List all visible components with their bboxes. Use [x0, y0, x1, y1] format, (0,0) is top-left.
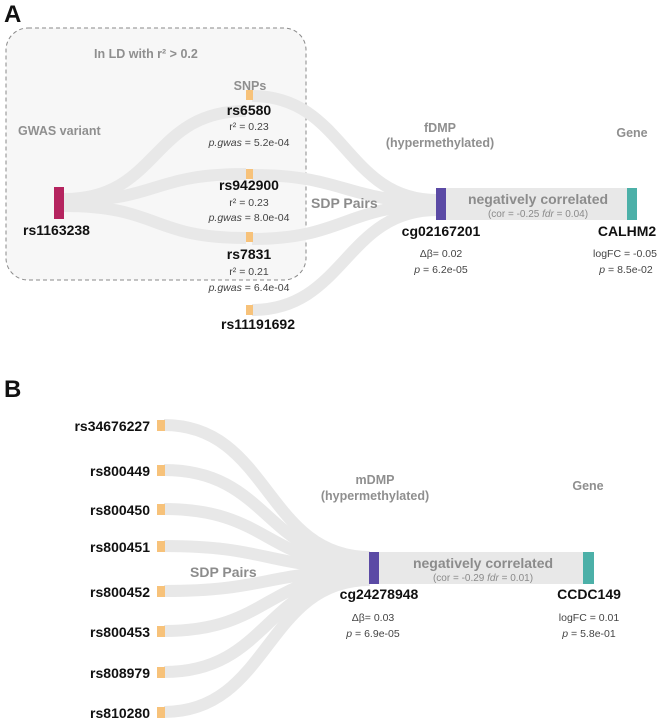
link-rs11191692-cpg	[251, 204, 438, 316]
cpg-node-b	[369, 552, 379, 584]
snp-node-rs11191692	[246, 305, 253, 315]
gene-node-b	[583, 552, 594, 584]
cpg-delta-b: Δβ= 0.03	[352, 612, 395, 624]
correlation-stats-b: (cor = -0.29 fdr = 0.01)	[433, 573, 533, 584]
snp-pgwas-rs942900: p.gwas = 8.0e-04	[208, 212, 290, 224]
snp-node-rs810280	[157, 707, 165, 718]
gene-label-b: CCDC149	[557, 586, 621, 602]
snp-node-rs808979	[157, 667, 165, 678]
gene-label-a: CALHM2	[598, 223, 657, 239]
snp-node-rs800452	[157, 586, 165, 597]
cpg-label-a: cg02167201	[402, 223, 481, 239]
snp-label-rs6580: rs6580	[227, 102, 272, 118]
snp-r2-rs7831: r² = 0.21	[229, 266, 269, 278]
cpg-delta-a: Δβ= 0.02	[420, 248, 463, 260]
link-gwas-rs942900	[63, 168, 247, 207]
gene-logfc-b: logFC = 0.01	[559, 612, 620, 624]
snp-label-rs800449: rs800449	[90, 463, 150, 479]
dmp-subheader-a: (hypermethylated)	[386, 136, 494, 150]
gene-pvalue-a: p = 8.5e-02	[598, 264, 653, 276]
link-rs7831-cpg	[251, 199, 438, 245]
sdp-pairs-label-b: SDP Pairs	[190, 564, 257, 580]
sdp-pairs-label-a: SDP Pairs	[311, 195, 378, 211]
cpg-pvalue-b: p = 6.9e-05	[345, 628, 400, 640]
snp-label-rs810280: rs810280	[90, 705, 150, 720]
snp-label-rs800450: rs800450	[90, 502, 150, 518]
correlation-band-a	[445, 188, 628, 220]
link-rs810280-cpg	[163, 574, 371, 718]
snp-label-rs800453: rs800453	[90, 624, 150, 640]
ld-box-label: In LD with r² > 0.2	[94, 47, 198, 61]
panel-b: B rs34676227 rs800449 rs800450 rs800451 …	[4, 376, 621, 720]
snp-label-rs800451: rs800451	[90, 539, 150, 555]
snp-node-rs800450	[157, 504, 165, 515]
gwas-variant-label: rs1163238	[23, 222, 90, 238]
snp-r2-rs942900: r² = 0.23	[229, 197, 269, 209]
cpg-pvalue-a: p = 6.2e-05	[413, 264, 468, 276]
gwas-node	[54, 187, 64, 219]
snp-node-rs34676227	[157, 420, 165, 431]
snp-pgwas-rs7831: p.gwas = 6.4e-04	[208, 282, 290, 294]
panel-b-letter: B	[4, 376, 21, 403]
gene-pvalue-b: p = 5.8e-01	[561, 628, 616, 640]
snp-node-rs7831	[246, 232, 253, 242]
snps-header: SNPs	[234, 79, 267, 93]
snp-pgwas-rs6580: p.gwas = 5.2e-04	[208, 137, 290, 149]
snp-node-rs800449	[157, 465, 165, 476]
dmp-subheader-b: (hypermethylated)	[321, 489, 429, 503]
correlation-band-b	[378, 552, 584, 584]
gene-header-a: Gene	[616, 126, 647, 140]
panel-a-letter: A	[4, 1, 21, 28]
snp-node-rs800451	[157, 541, 165, 552]
snp-label-rs942900: rs942900	[219, 177, 279, 193]
correlation-title-b: negatively correlated	[413, 555, 553, 571]
gwas-header: GWAS variant	[18, 124, 101, 138]
gene-header-b: Gene	[572, 479, 603, 493]
gene-node-a	[627, 188, 637, 220]
snp-label-rs808979: rs808979	[90, 665, 150, 681]
snp-node-rs800453	[157, 626, 165, 637]
panel-a: A In LD with r² > 0.2 SNPs GWAS variant …	[4, 1, 657, 332]
snp-label-rs7831: rs7831	[227, 246, 272, 262]
correlation-title-a: negatively correlated	[468, 191, 608, 207]
snp-label-rs11191692: rs11191692	[221, 316, 295, 332]
snp-node-rs6580	[246, 90, 253, 100]
snp-node-rs942900	[246, 169, 253, 179]
link-gwas-rs7831	[63, 200, 247, 244]
dmp-header-b: mDMP	[356, 473, 395, 487]
snp-label-rs800452: rs800452	[90, 584, 150, 600]
dmp-header-a: fDMP	[424, 121, 456, 135]
correlation-stats-a: (cor = -0.25 fdr = 0.04)	[488, 209, 588, 220]
snp-label-rs34676227: rs34676227	[74, 418, 150, 434]
cpg-label-b: cg24278948	[340, 586, 419, 602]
cpg-node-a	[436, 188, 446, 220]
snp-r2-rs6580: r² = 0.23	[229, 121, 269, 133]
gene-logfc-a: logFC = -0.05	[593, 248, 657, 260]
